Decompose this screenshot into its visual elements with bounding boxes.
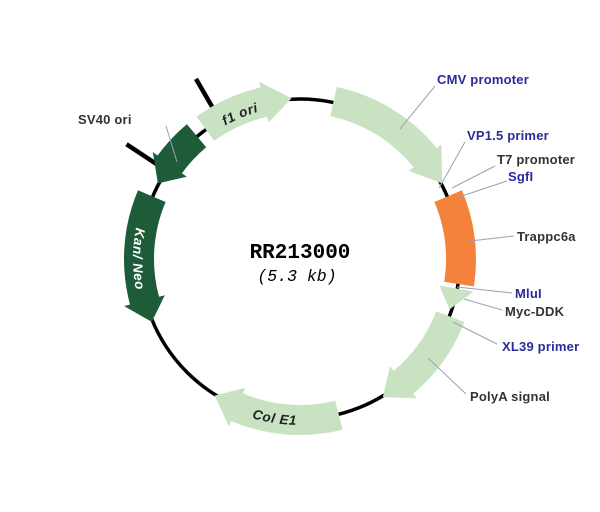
kan-neo-band xyxy=(124,190,166,322)
trappc6a-orf-band xyxy=(434,190,476,287)
mlui-label: MluI xyxy=(515,286,542,301)
leader-line-vp15-primer xyxy=(438,141,466,189)
leader-line-sgfi xyxy=(458,180,508,198)
col-e1-band xyxy=(214,387,343,436)
kan-neo-band-text: Kan/ Neo xyxy=(130,227,147,291)
leader-line-mlui xyxy=(456,286,513,294)
cmv-promoter-band xyxy=(330,86,443,184)
leader-line-myc-ddk xyxy=(463,298,503,311)
vp15-primer-label: VP1.5 primer xyxy=(467,128,549,143)
leader-line-t7-promoter xyxy=(451,165,496,189)
sv40-ori-label: SV40 ori xyxy=(78,112,132,127)
polya-signal-band xyxy=(382,311,465,399)
plasmid-name: RR213000 xyxy=(250,242,351,265)
plasmid-size: (5.3 kb) xyxy=(257,267,336,286)
sgfi-label: SgfI xyxy=(508,169,533,184)
leader-line-sv40-ori xyxy=(165,125,178,163)
myc-ddk-arrow xyxy=(439,285,474,310)
kan-neo-band-label: Kan/ Neo xyxy=(130,227,148,291)
polya-signal-label: PolyA signal xyxy=(470,389,550,404)
leader-line-polya-signal xyxy=(427,357,467,395)
t7-promoter-label: T7 promoter xyxy=(497,152,575,167)
xl39-primer-label: XL39 primer xyxy=(502,339,579,354)
cmv-promoter-label: CMV promoter xyxy=(437,72,529,87)
leader-line-trappc6a xyxy=(469,235,515,242)
leader-line-cmv-promoter xyxy=(399,85,436,130)
sv40-ori-band xyxy=(152,124,207,184)
trappc6a-label: Trappc6a xyxy=(517,229,576,244)
myc-ddk-label: Myc-DDK xyxy=(505,304,565,319)
f1-ori-band xyxy=(196,81,292,141)
leader-line-xl39-primer xyxy=(452,321,498,345)
